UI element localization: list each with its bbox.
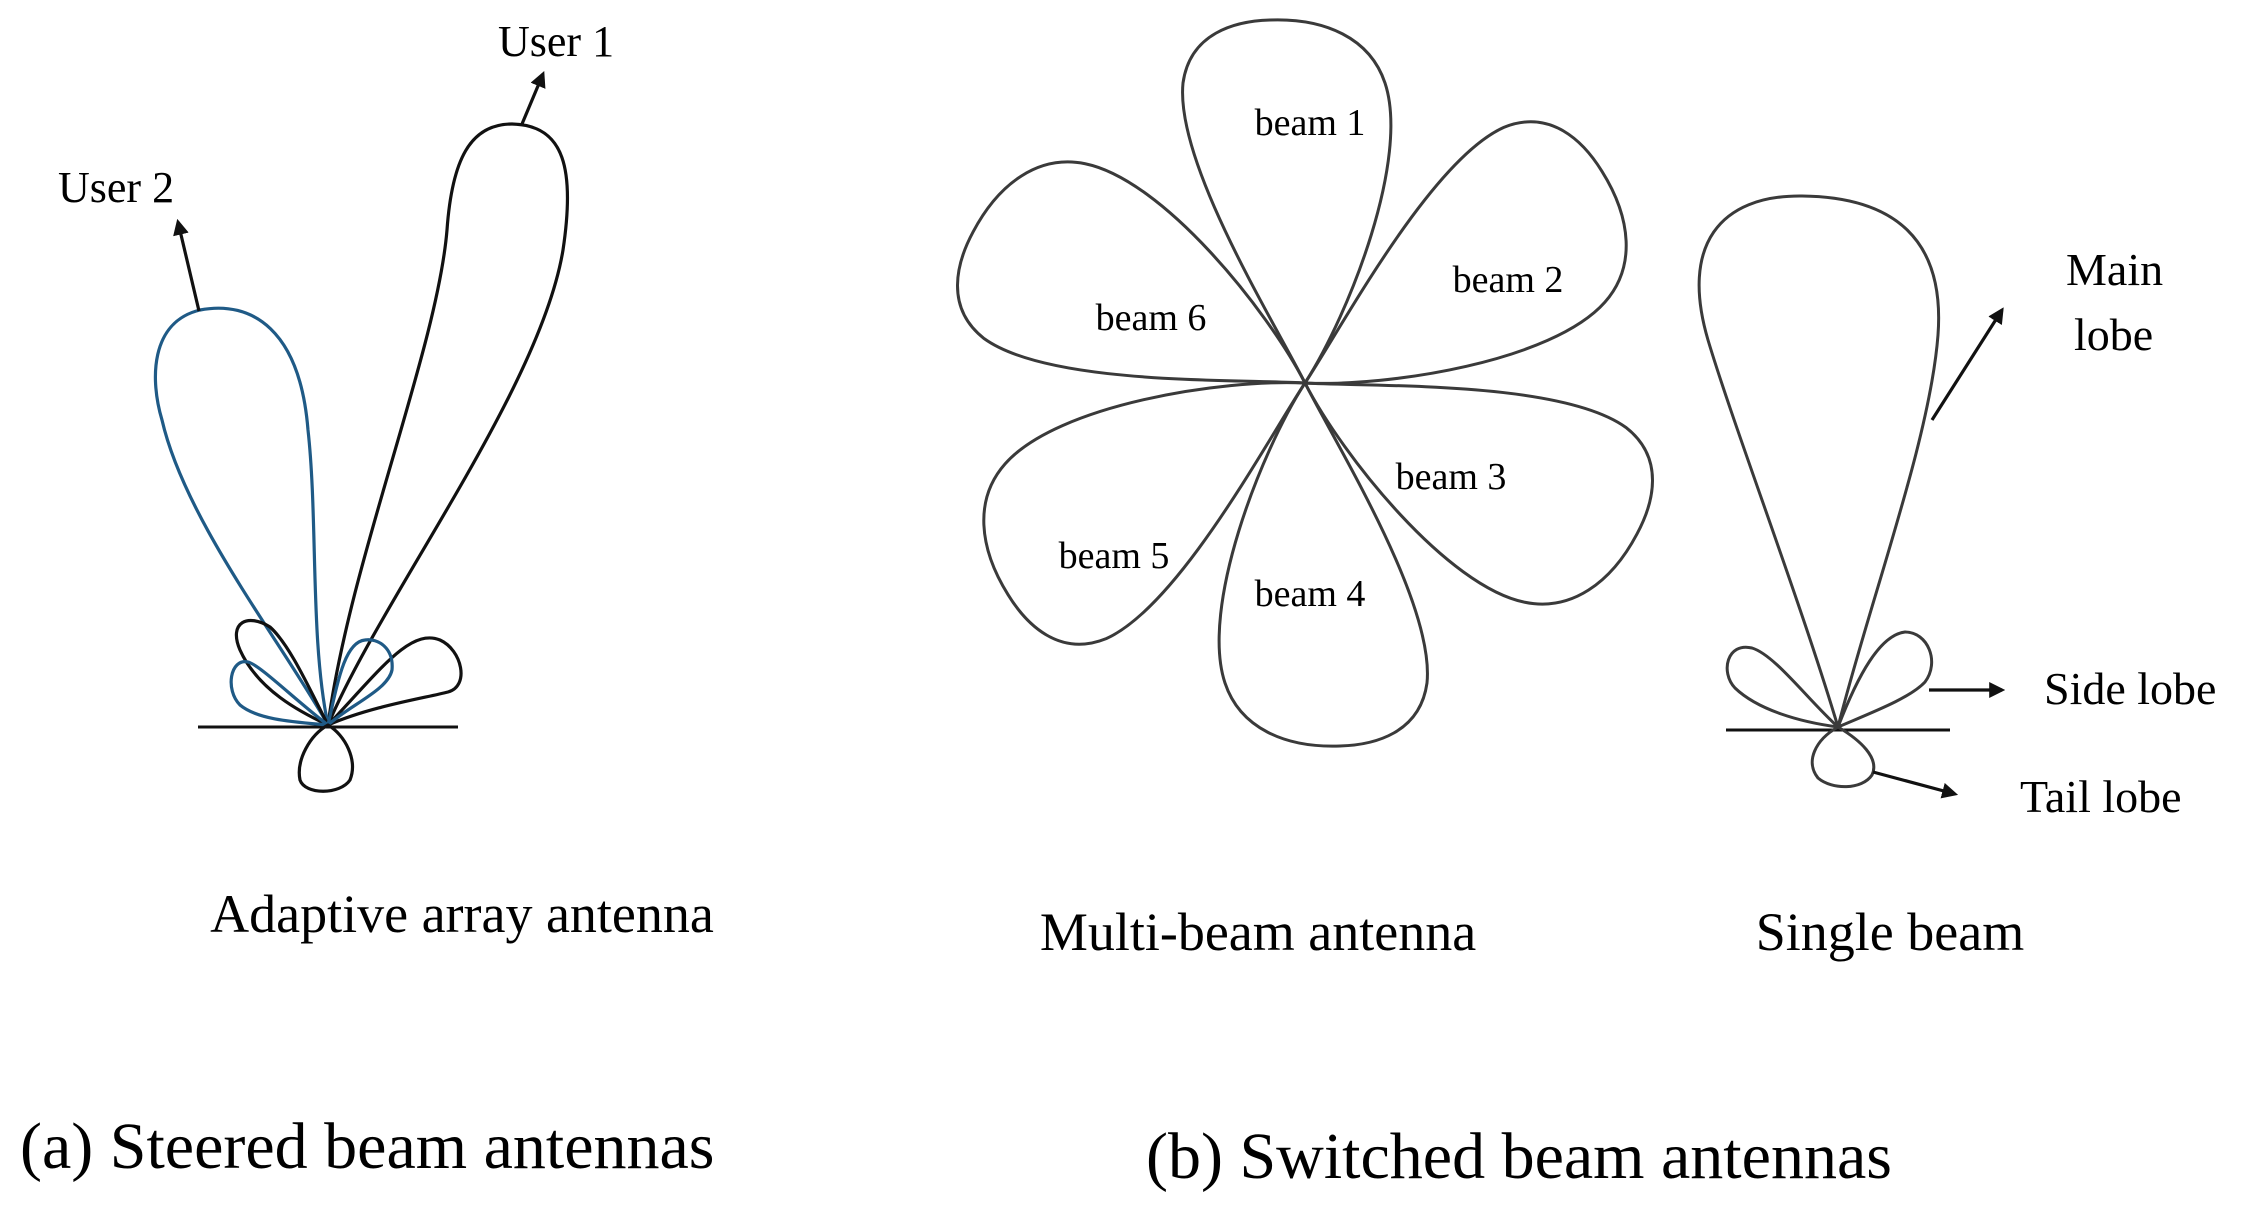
beam-3-petal (1303, 381, 1654, 606)
adaptive-array-subtitle: Adaptive array antenna (210, 884, 714, 944)
user1-label: User 1 (498, 17, 614, 66)
user2-label: User 2 (58, 163, 174, 212)
beam-4-petal (1217, 381, 1429, 748)
tail-lobe-arrow (1872, 770, 1959, 799)
panel-a-caption: (a) Steered beam antennas (20, 1110, 714, 1183)
main-lobe-arrow (1930, 307, 2004, 421)
adaptive-array-diagram: User 1 User 2 Adaptive array antenna (58, 17, 714, 944)
single-beam-subtitle: Single beam (1756, 902, 2024, 962)
single-tail-lobe (1810, 725, 1876, 789)
user2-left-side-lobe (229, 660, 330, 727)
user1-main-lobe (326, 122, 570, 727)
beam-2-label: beam 2 (1453, 259, 1564, 301)
panel-b-caption: (b) Switched beam antennas (1146, 1120, 1892, 1193)
single-right-side-lobe (1836, 630, 1934, 729)
single-main-lobe (1697, 194, 1941, 729)
beam-6-label: beam 6 (1096, 297, 1207, 339)
beam-4-label: beam 4 (1255, 573, 1366, 615)
user1-right-side-lobe (326, 636, 463, 727)
multi-beam-subtitle: Multi-beam antenna (1040, 902, 1476, 962)
single-left-side-lobe (1725, 645, 1840, 729)
user2-right-side-lobe (326, 638, 394, 727)
user1-left-side-lobe (234, 618, 330, 727)
beam-1-label: beam 1 (1255, 102, 1366, 144)
beam-1-petal (1181, 18, 1393, 385)
multi-beam-diagram: beam 1 beam 2 beam 3 beam 4 beam 5 beam … (956, 18, 1654, 962)
beam-3-label: beam 3 (1396, 456, 1507, 498)
beam-6-petal (956, 160, 1307, 385)
beam-2-petal (1303, 120, 1628, 385)
multi-beam-petals (956, 18, 1654, 748)
side-lobe-label: Side lobe (2044, 663, 2216, 714)
tail-lobe-label: Tail lobe (2020, 771, 2182, 822)
beam-5-petal (982, 381, 1307, 646)
single-beam-diagram: Main lobe Side lobe Tail lobe Single bea… (1697, 194, 2216, 962)
user1-arrow (520, 71, 546, 125)
main-lobe-label-line2: lobe (2074, 309, 2153, 360)
main-lobe-label-line1: Main (2066, 244, 2163, 295)
adaptive-tail-lobe (297, 723, 355, 793)
user2-arrow (173, 218, 201, 312)
beam-5-label: beam 5 (1059, 535, 1170, 577)
